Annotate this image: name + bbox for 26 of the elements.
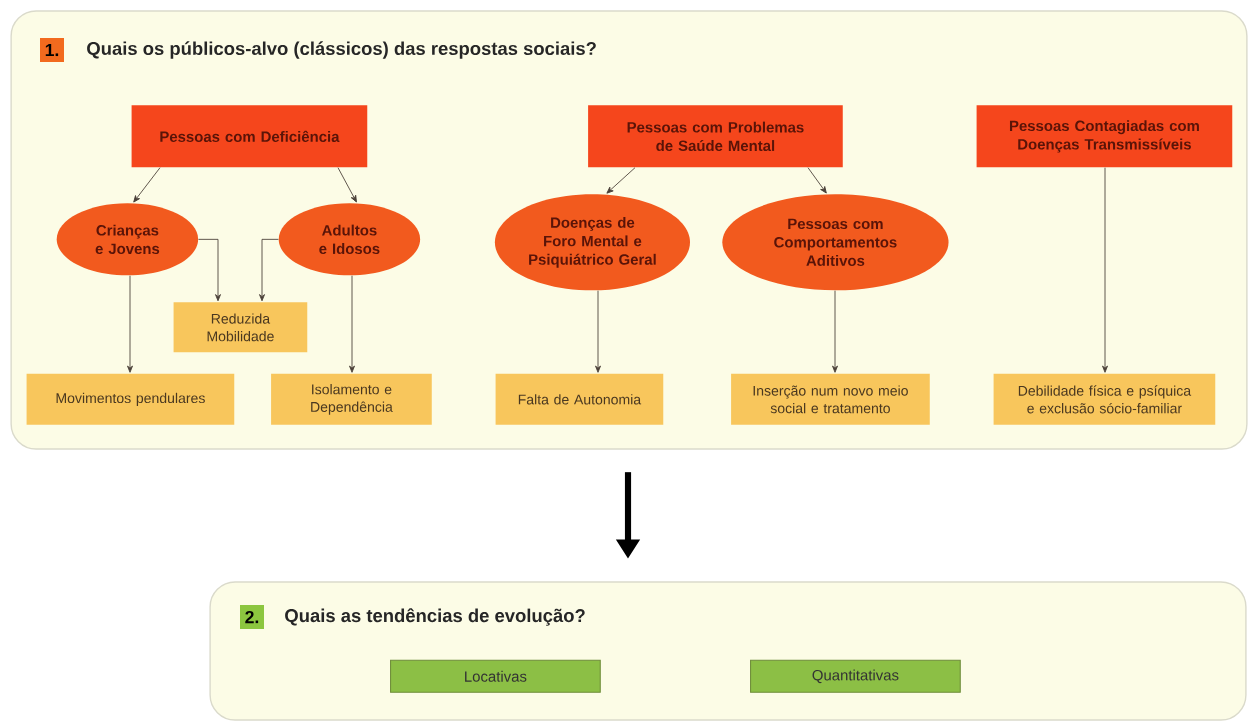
need-box: Debilidade física e psíquica e exclusão sócio-familiar xyxy=(993,373,1216,425)
arrow xyxy=(198,238,221,302)
trend-box: Locativas xyxy=(390,659,601,693)
arrow xyxy=(127,275,133,373)
need-box: Inserção num novo meio social e tratamento xyxy=(731,373,930,425)
number-badge: 1. xyxy=(40,38,64,62)
arrow xyxy=(595,290,601,373)
category-box: Pessoas Contagiadas com Doenças Transmissíveis xyxy=(976,105,1233,168)
category-box: Pessoas com Deficiência xyxy=(131,105,368,168)
arrow xyxy=(832,290,838,373)
arrow xyxy=(133,167,161,203)
trend-box: Quantitativas xyxy=(750,659,961,693)
arrow xyxy=(349,275,355,373)
arrow xyxy=(1102,167,1108,373)
arrow xyxy=(807,167,827,194)
question-heading: Quais os públicos-alvo (clássicos) das respostas sociais? xyxy=(87,41,596,59)
question-heading: Quais as tendências de evolução? xyxy=(285,608,585,626)
need-box: Movimentos pendulares xyxy=(26,373,235,425)
number-badge: 2. xyxy=(240,605,264,629)
arrow xyxy=(337,167,357,203)
category-box: Pessoas com Problemas de Saúde Mental xyxy=(588,105,843,168)
need-box: Reduzida Mobilidade xyxy=(173,302,308,353)
need-box: Isolamento e Dependência xyxy=(271,373,432,425)
arrow xyxy=(259,238,279,302)
arrow xyxy=(606,167,636,194)
need-box: Falta de Autonomia xyxy=(495,373,664,425)
